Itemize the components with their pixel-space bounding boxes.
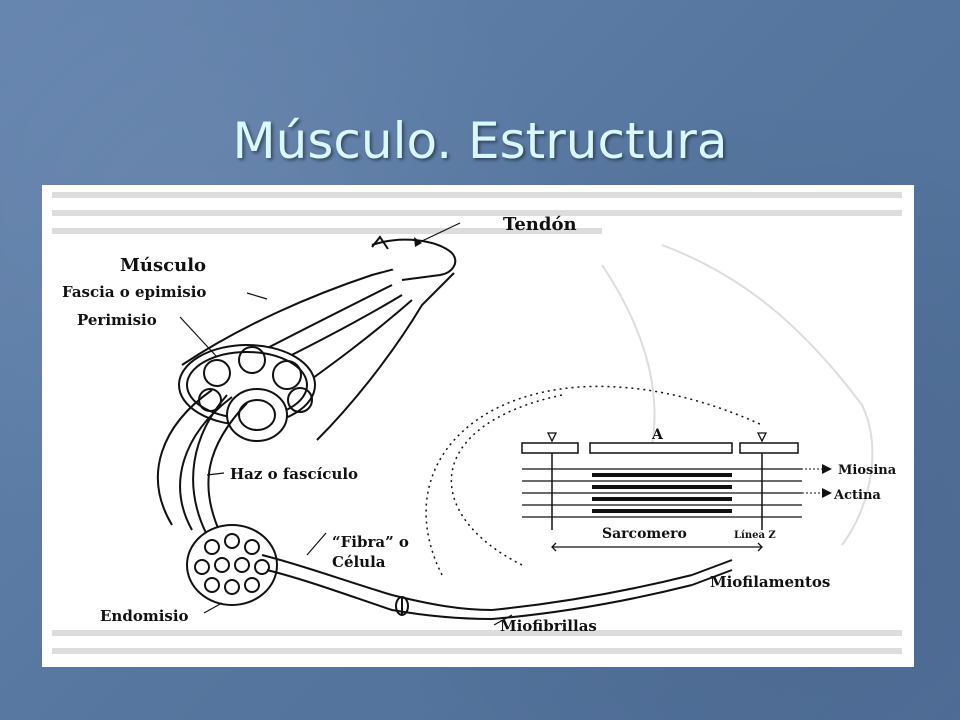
label-fibra-line1: “Fibra” o	[332, 533, 409, 551]
label-endomisio: Endomisio	[100, 607, 189, 625]
label-fascia: Fascia o epimisio	[62, 283, 206, 301]
sarcomere-diagram	[521, 432, 822, 552]
label-tendon: Tendón	[503, 214, 577, 235]
label-perimisio: Perimisio	[77, 311, 157, 329]
label-sarcomero: Sarcomero	[602, 526, 687, 542]
label-arrows	[414, 237, 832, 498]
fascicle-illustration	[157, 389, 278, 606]
label-fibra-line2: Célula	[332, 553, 386, 571]
magnification-arcs	[425, 385, 763, 576]
slide-title: Músculo. Estructura	[232, 112, 728, 170]
label-miosina: Miosina	[838, 463, 897, 478]
label-miofilamentos: Miofilamentos	[710, 573, 830, 591]
muscle-illustration	[178, 235, 457, 442]
label-actina: Actina	[833, 488, 881, 503]
label-musculo: Músculo	[120, 255, 206, 276]
leader-lines	[179, 222, 513, 626]
label-linea-z: Línea Z	[734, 530, 776, 541]
background-scan-texture	[52, 192, 902, 654]
label-miofibrillas: Miofibrillas	[500, 617, 597, 635]
muscle-structure-figure: Tendón Músculo Fascia o epimisio Perimis…	[42, 185, 914, 667]
label-haz: Haz o fascículo	[230, 465, 358, 483]
label-a-band: A	[651, 427, 664, 443]
fiber-illustration	[261, 554, 733, 620]
